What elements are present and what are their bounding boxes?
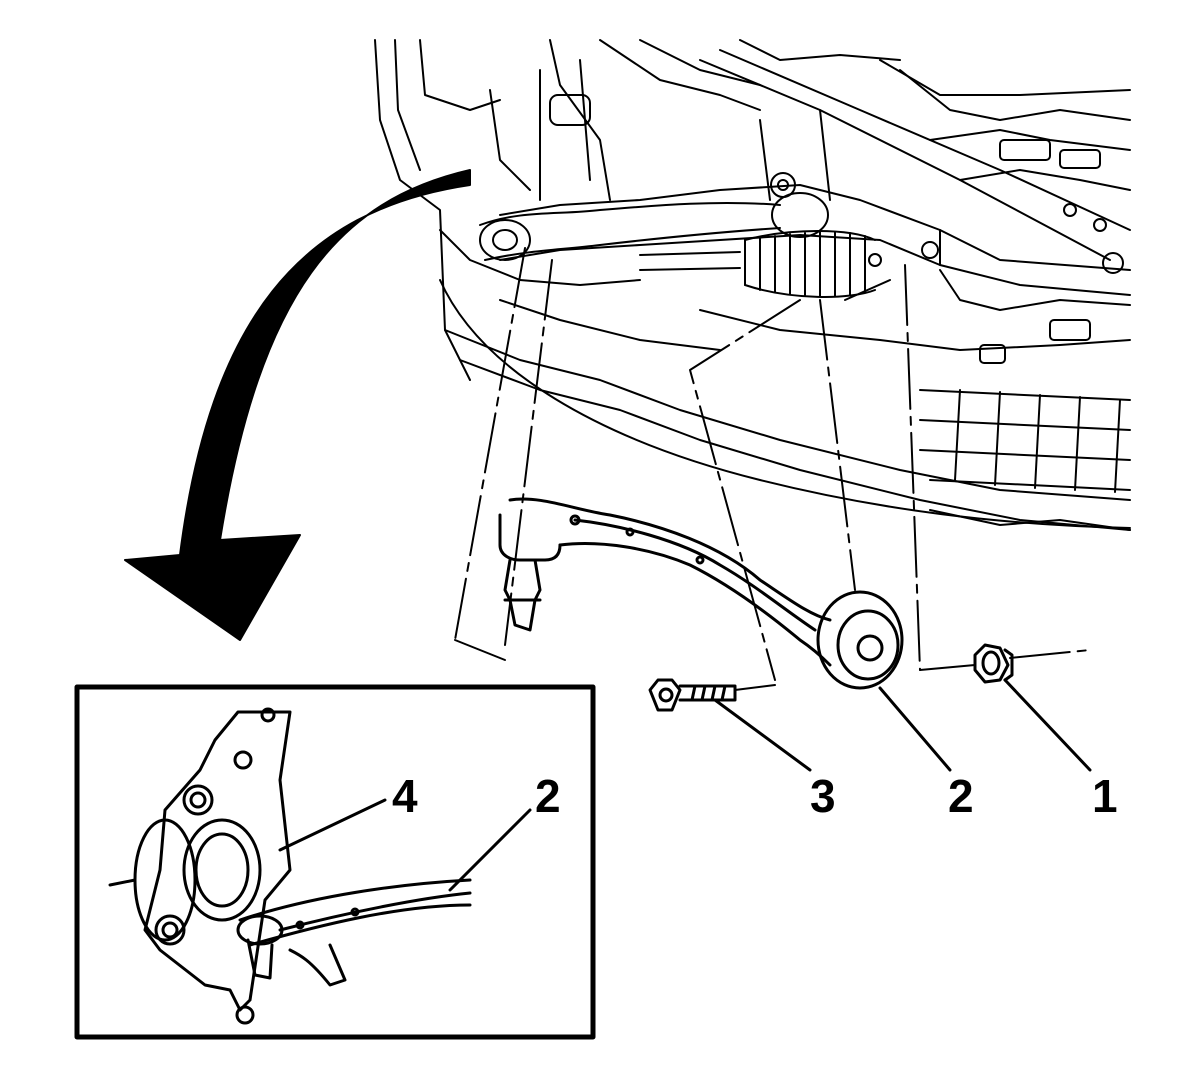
callout-inset-2: 2: [535, 770, 561, 822]
bolt: [648, 678, 737, 712]
callout-1: 1: [1092, 770, 1118, 822]
inset-knuckle: [108, 707, 292, 1025]
callout-leaders: [713, 678, 1092, 772]
curved-arrow: [124, 169, 471, 641]
vehicle-front-structure: [374, 39, 1131, 531]
lower-control-arm: [498, 497, 904, 690]
installed-control-arm: [479, 192, 829, 261]
callout-3: 3: [810, 770, 836, 822]
steering-boot: [639, 230, 876, 298]
callout-2: 2: [948, 770, 974, 822]
callout-inset-4: 4: [392, 770, 418, 822]
alignment-lines: [454, 247, 1091, 691]
inset-frame: [74, 684, 596, 1040]
nut: [973, 643, 1014, 684]
inset-control-arm: [236, 878, 472, 987]
inset-callout-leaders: [278, 798, 532, 892]
